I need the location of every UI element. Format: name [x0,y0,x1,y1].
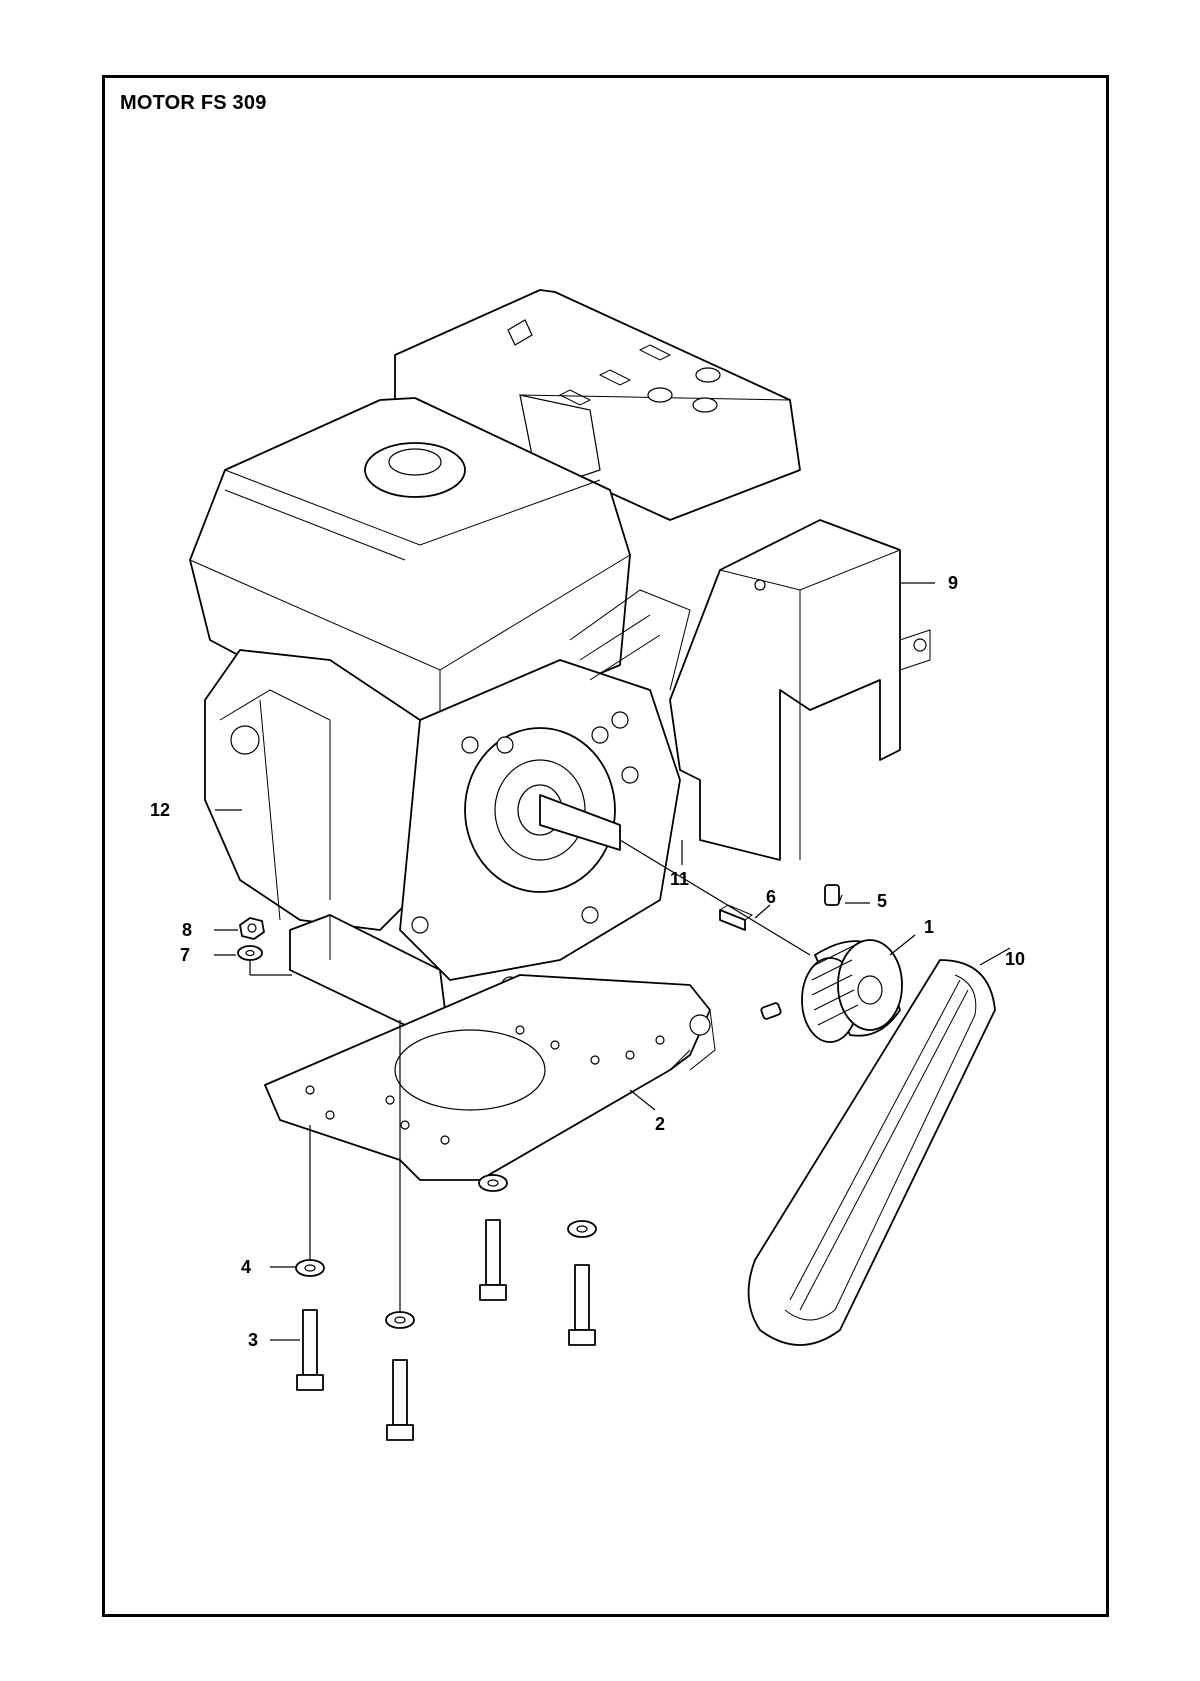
callout-5: 5 [877,891,888,911]
callout-11: 11 [670,869,690,889]
page-title: MOTOR FS 309 [120,92,267,114]
pulley [801,939,903,1043]
callout-12: 12 [150,800,171,820]
engine-block [204,589,691,994]
washer-small [237,945,263,961]
belt-guard [669,519,931,861]
callout-6: 6 [766,887,777,907]
callout-1: 1 [924,917,935,937]
callout-7: 7 [180,945,191,965]
drawing-frame [102,75,1109,1617]
callout-8: 8 [182,920,193,940]
callout-4: 4 [241,1257,252,1277]
bolt [296,1219,596,1441]
leader-lines [214,582,1011,1341]
fuel-tank [189,397,631,741]
washer [295,1174,597,1329]
callout-10: 10 [1005,949,1026,969]
nut [239,917,265,940]
callout-2: 2 [655,1114,666,1134]
motor-plate [264,974,716,1181]
set-screw [760,884,840,1020]
engine-upper-housing [394,289,801,521]
callout-9: 9 [948,573,959,593]
drive-belt [747,959,996,1346]
callout-3: 3 [248,1330,259,1350]
